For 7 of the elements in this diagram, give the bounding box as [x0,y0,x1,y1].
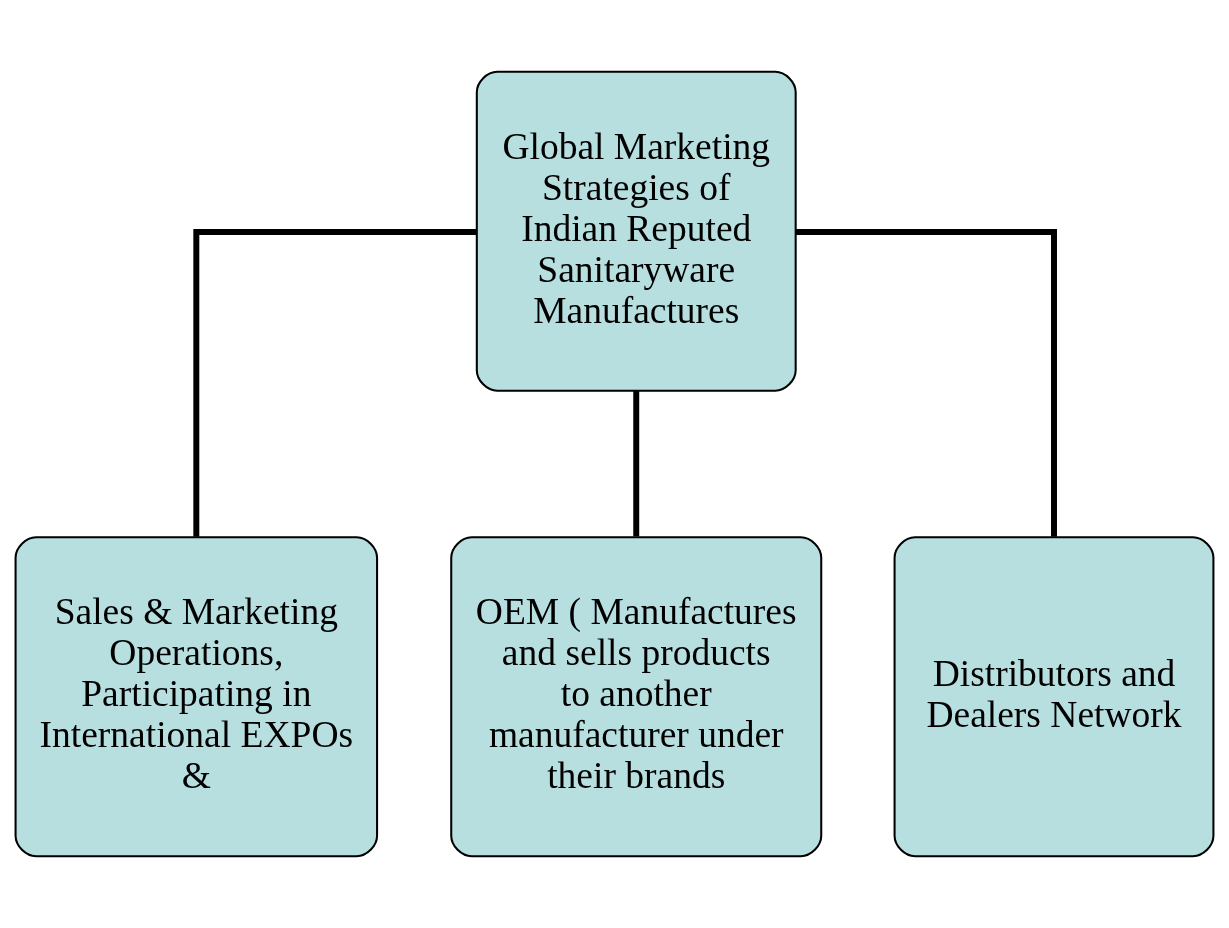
node-box: Global Marketing Strategies of Indian Reputed Sanitaryware Manufactures [475,70,797,392]
connector [633,390,640,537]
connector [795,229,1057,537]
node-box: OEM ( Manufactures and sells products to another manufacturer under their brands [450,536,823,858]
node-box: Sales & Marketing Operations, Participating in International EXPOs & [14,536,379,858]
connector [193,229,477,537]
node-box: Distributors and Dealers Network [893,536,1215,858]
